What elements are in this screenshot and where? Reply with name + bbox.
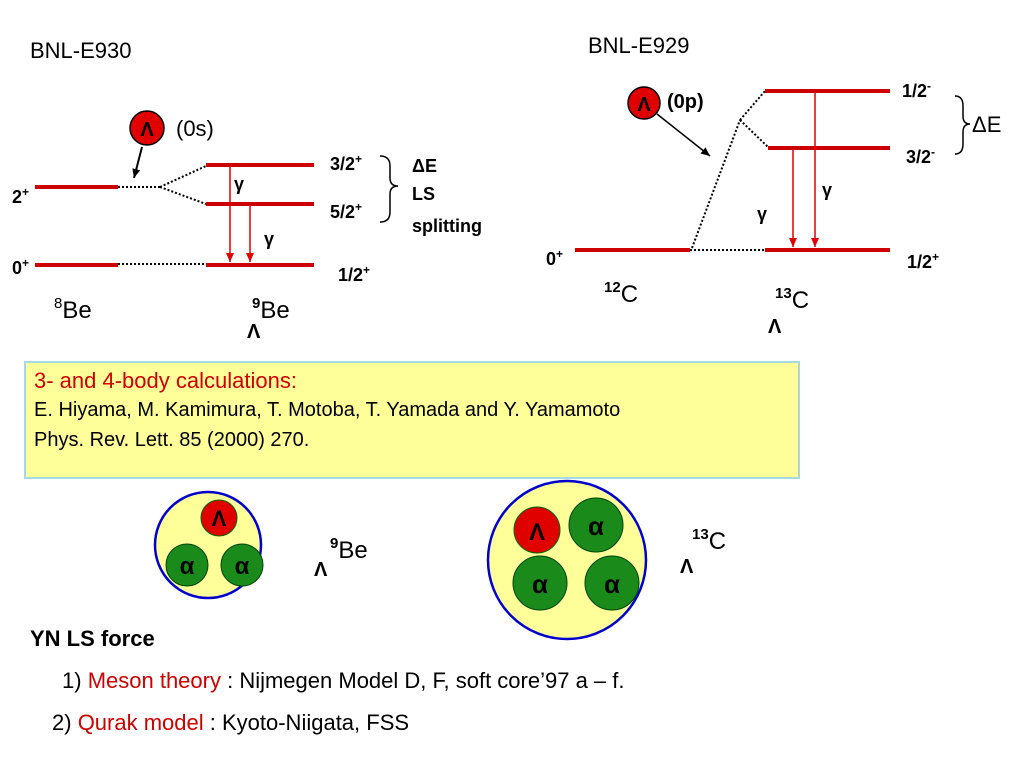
orbit-label-0p: (0p) [667, 91, 704, 113]
item-number: 1) [62, 668, 88, 693]
item-number: 2) [52, 710, 78, 735]
alpha-particle-icon [584, 555, 640, 611]
lambda-pointer-arrow [656, 113, 711, 157]
reference-journal: Phys. Rev. Lett. 85 (2000) 270. [34, 429, 310, 451]
particle-label-alpha: α [235, 553, 250, 580]
gamma-label: γ [757, 204, 767, 224]
nucleus-label-13lc: 13C [775, 285, 809, 314]
experiment-label-e930: BNL-E930 [30, 38, 132, 63]
section-title: YN LS force [30, 626, 155, 651]
connector-dotted [159, 165, 207, 188]
reference-authors: E. Hiyama, M. Kamimura, T. Motoba, T. Ya… [34, 399, 621, 421]
spin-label-1half-minus: 1/2- [902, 79, 931, 101]
connector-dotted [739, 90, 766, 121]
spin-label-2plus: 2+ [12, 185, 29, 207]
experiment-label-e929: BNL-E929 [588, 33, 690, 58]
lambda-particle-icon [129, 110, 165, 146]
connector-dotted [691, 119, 741, 249]
lambda-subscript: Λ [247, 321, 261, 343]
item-description: : Kyoto-Niigata, FSS [203, 710, 410, 735]
spin-label-3half-plus: 3/2+ [330, 152, 362, 174]
connector-dotted [159, 186, 207, 205]
force-item-meson: 1) Meson theory : Nijmegen Model D, F, s… [62, 668, 625, 694]
alpha-particle-icon [220, 543, 264, 587]
spin-label-0plus-12c: 0+ [546, 247, 563, 269]
particle-label-alpha: α [604, 569, 620, 599]
particle-label-lambda: Λ [212, 506, 227, 531]
nucleus-label-8be: 8Be [54, 295, 92, 324]
spin-label-1half-plus: 1/2+ [338, 263, 370, 285]
spin-label-1half-plus-13c: 1/2+ [907, 250, 939, 272]
item-description: : Nijmegen Model D, F, soft core’97 a – … [220, 668, 625, 693]
splitting-label-ls: LS [412, 184, 435, 204]
lambda-particle-icon [627, 86, 661, 120]
lambda-subscript: Λ [680, 556, 694, 578]
particle-label-alpha: α [588, 511, 604, 541]
lambda-subscript: Λ [314, 559, 328, 581]
gamma-label: γ [264, 229, 274, 249]
reference-heading: 3- and 4-body calculations: [34, 368, 297, 393]
gamma-label: γ [234, 174, 244, 194]
alpha-particle-icon [568, 497, 624, 553]
cluster-9lbe: Λ α α [153, 490, 264, 600]
orbit-label-0s: (0s) [176, 116, 214, 141]
lambda-particle-icon [513, 506, 561, 554]
lambda-particle-icon [200, 499, 238, 537]
cluster-label-13lc: 13C [692, 526, 726, 555]
splitting-brace [954, 95, 971, 155]
splitting-brace [379, 155, 399, 223]
alpha-particle-icon [165, 543, 209, 587]
lambda-pointer-arrow [132, 146, 143, 179]
lambda-symbol: Λ [637, 94, 651, 116]
lambda-symbol: Λ [140, 119, 154, 141]
force-item-quark: 2) Qurak model : Kyoto-Niigata, FSS [52, 710, 409, 736]
nucleus-label-12c: 12C [604, 279, 638, 308]
splitting-label-word: splitting [412, 216, 482, 236]
lambda-subscript: Λ [768, 316, 782, 338]
cluster-label-9lbe: 9Be [330, 535, 368, 564]
connector-dotted [739, 119, 769, 148]
spin-label-5half-plus: 5/2+ [330, 200, 362, 222]
delta-e-label: ΔE [972, 112, 1001, 137]
alpha-particle-icon [512, 555, 568, 611]
item-label-quark-model: Qurak model [77, 710, 204, 735]
particle-label-alpha: α [532, 569, 548, 599]
particle-label-alpha: α [180, 553, 195, 580]
nucleus-label-9lbe: 9Be [252, 295, 290, 324]
gamma-label: γ [822, 180, 832, 200]
cluster-13lc: Λ α α α [486, 479, 648, 641]
spin-label-3half-minus: 3/2- [906, 145, 935, 167]
reference-box: 3- and 4-body calculations: E. Hiyama, M… [24, 361, 800, 479]
splitting-label-de: ΔE [412, 156, 437, 176]
item-label-meson-theory: Meson theory [87, 668, 221, 693]
spin-label-0plus: 0+ [12, 256, 29, 278]
particle-label-lambda: Λ [529, 519, 545, 546]
